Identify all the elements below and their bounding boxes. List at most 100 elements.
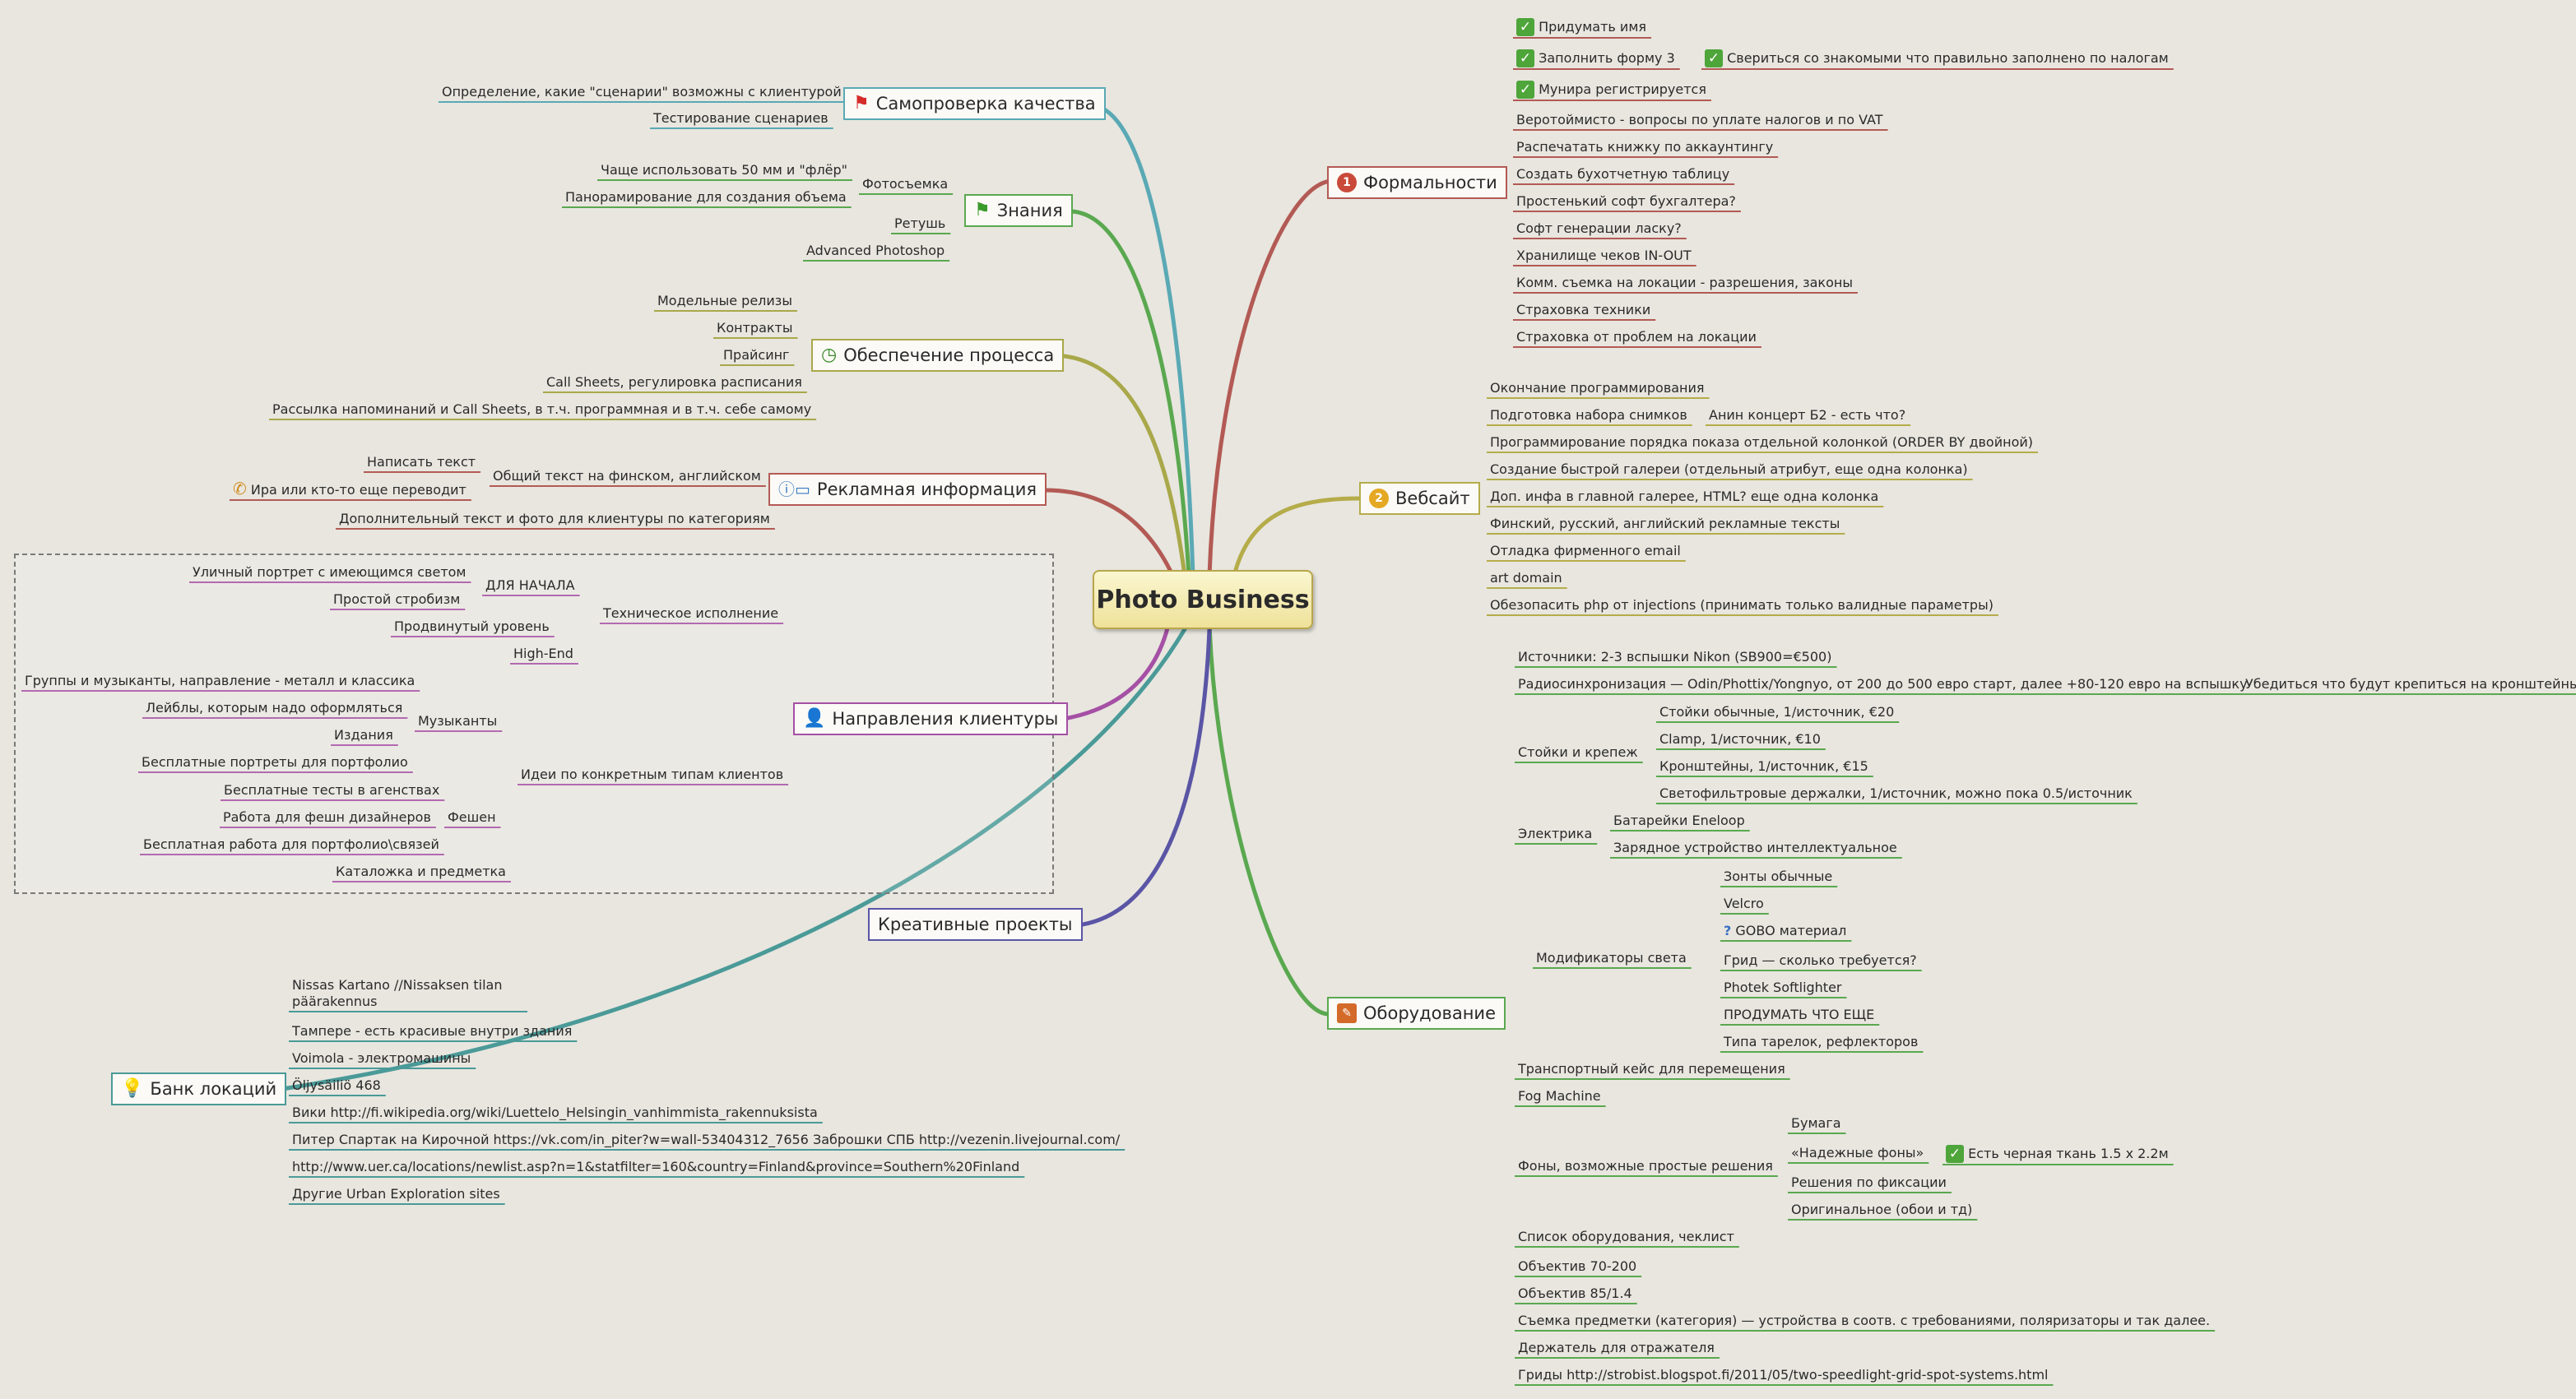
website-item[interactable]: Доп. инфа в главной галерее, HTML? еще о…	[1490, 489, 1879, 504]
background-item[interactable]: «Надежные фоны»	[1791, 1145, 1924, 1160]
location-item[interactable]: Другие Urban Exploration sites	[292, 1186, 500, 1202]
background-item[interactable]: Решения по фиксации	[1791, 1174, 1947, 1190]
topic-ads[interactable]: ⓘ▭ Рекламная информация	[768, 473, 1047, 506]
clients-item[interactable]: Техническое исполнение	[603, 605, 779, 621]
location-item[interactable]: http://www.uer.ca/locations/newlist.asp?…	[292, 1159, 1020, 1174]
topic-clients[interactable]: 👤 Направления клиентуры	[793, 702, 1069, 735]
equipment-item[interactable]: Стойки и крепеж	[1518, 744, 1638, 760]
music-item[interactable]: Группы и музыканты, направление - металл…	[25, 673, 415, 688]
formal-item[interactable]: Простенький софт бухгалтера?	[1516, 193, 1736, 209]
process-item[interactable]: Контракты	[717, 320, 793, 336]
location-item[interactable]: Вики http://fi.wikipedia.org/wiki/Luette…	[292, 1105, 818, 1120]
background-subitem[interactable]: ✓ Есть черная ткань 1.5 x 2.2м	[1946, 1145, 2169, 1163]
background-item[interactable]: Оригинальное (обои и тд)	[1791, 1202, 1973, 1217]
website-item[interactable]: Окончание программирования	[1490, 380, 1705, 396]
equipment-item[interactable]: Модификаторы света	[1536, 950, 1687, 966]
quality-item[interactable]: Определение, какие "сценарии" возможны с…	[442, 84, 842, 100]
begin-item[interactable]: Простой стробизм	[333, 591, 461, 607]
formal-item[interactable]: Веротоймисто - вопросы по уплате налогов…	[1516, 112, 1883, 127]
quality-item[interactable]: Тестирование сценариев	[653, 110, 828, 126]
modifier-item[interactable]: Типа тарелок, рефлекторов	[1724, 1034, 1919, 1049]
equipment-item[interactable]: Объектив 85/1.4	[1518, 1286, 1632, 1301]
process-item[interactable]: Call Sheets, регулировка расписания	[546, 374, 802, 390]
location-item[interactable]: Nissas Kartano //Nissaksen tilan päärake…	[292, 977, 503, 1009]
equipment-item[interactable]: Транспортный кейс для перемещения	[1518, 1061, 1785, 1077]
modifier-item[interactable]: Velcro	[1724, 896, 1764, 911]
music-item[interactable]: Лейблы, которым надо оформляться	[146, 700, 403, 716]
electric-item[interactable]: Батарейки Eneloop	[1613, 813, 1745, 828]
formal-item[interactable]: Софт генерации ласку?	[1516, 220, 1682, 236]
topic-website[interactable]: 2 Вебсайт	[1359, 482, 1480, 515]
formal-item[interactable]: Комм. съемка на локации - разрешения, за…	[1516, 275, 1853, 290]
tech-item[interactable]: ДЛЯ НАЧАЛА	[485, 577, 575, 593]
formal-item[interactable]: Страховка от проблем на локации	[1516, 329, 1757, 345]
ads-subitem[interactable]: Написать текст	[367, 454, 476, 470]
stands-item[interactable]: Clamp, 1/источник, €10	[1659, 731, 1821, 747]
ads-item[interactable]: Общий текст на финском, английском	[493, 468, 761, 484]
website-item[interactable]: Создание быстрой галереи (отдельный атри…	[1490, 461, 1968, 477]
website-item[interactable]: Программирование порядка показа отдельно…	[1490, 434, 2034, 450]
topic-locations[interactable]: 💡 Банк локаций	[111, 1072, 287, 1105]
music-item[interactable]: Бесплатные портреты для портфолио	[142, 754, 408, 770]
location-item[interactable]: Питер Спартак на Кирочной https://vk.com…	[292, 1132, 1121, 1147]
equipment-item[interactable]: Радиосинхронизация — Odin/Phottix/Yongny…	[1518, 676, 2248, 692]
ideas-item[interactable]: Музыканты	[418, 713, 498, 729]
modifier-item[interactable]: Зонты обычные	[1724, 869, 1833, 884]
process-item[interactable]: Модельные релизы	[657, 293, 792, 308]
stands-item[interactable]: Светофильтровые держалки, 1/источник, мо…	[1659, 785, 2133, 801]
knowledge-item[interactable]: Фотосъемка	[862, 176, 949, 192]
modifier-item[interactable]: Грид — сколько требуется?	[1724, 952, 1917, 968]
formal-item[interactable]: ✓ Заполнить форму 3	[1516, 49, 1675, 67]
formal-item[interactable]: ✓ Придумать имя	[1516, 18, 1646, 36]
central-topic[interactable]: Photo Business	[1093, 570, 1313, 629]
music-item[interactable]: Издания	[334, 727, 393, 743]
ads-subitem[interactable]: ✆ Ира или кто-то еще переводит	[233, 480, 466, 498]
fashion-item[interactable]: Работа для фешн дизайнеров	[223, 809, 431, 825]
formal-item[interactable]: Хранилище чеков IN-OUT	[1516, 248, 1692, 263]
stands-item[interactable]: Кронштейны, 1/источник, €15	[1659, 758, 1868, 774]
knowledge-item[interactable]: Ретушь	[894, 215, 946, 231]
equipment-item[interactable]: Fog Machine	[1518, 1088, 1601, 1104]
clients-item[interactable]: Идеи по конкретным типам клиентов	[521, 767, 784, 782]
equipment-item[interactable]: Объектив 70-200	[1518, 1258, 1637, 1274]
photo-item[interactable]: Панорамирование для создания объема	[565, 189, 847, 205]
equipment-item[interactable]: Съемка предметки (категория) — устройств…	[1518, 1313, 2211, 1328]
equipment-item[interactable]: Фоны, возможные простые решения	[1518, 1158, 1773, 1174]
stands-item[interactable]: Стойки обычные, 1/источник, €20	[1659, 704, 1895, 720]
website-item[interactable]: art domain	[1490, 570, 1562, 586]
equipment-item[interactable]: Список оборудования, чеклист	[1518, 1229, 1734, 1244]
background-item[interactable]: Бумага	[1791, 1115, 1841, 1131]
location-item[interactable]: Тампере - есть красивые внутри здания	[292, 1023, 573, 1039]
process-item[interactable]: Прайсинг	[723, 347, 790, 363]
fashion-item[interactable]: Бесплатная работа для портфолио\связей	[143, 836, 439, 852]
knowledge-item[interactable]: Advanced Photoshop	[806, 243, 945, 258]
modifier-item[interactable]: Photek Softlighter	[1724, 980, 1842, 995]
website-item[interactable]: Отладка фирменного email	[1490, 543, 1681, 558]
electric-item[interactable]: Зарядное устройство интеллектуальное	[1613, 840, 1897, 855]
equipment-item[interactable]: Электрика	[1518, 826, 1593, 841]
formal-item[interactable]: Создать бухотчетную таблицу	[1516, 166, 1730, 182]
fashion-item[interactable]: Бесплатные тесты в агенствах	[224, 782, 440, 798]
photo-item[interactable]: Чаще использовать 50 мм и "флёр"	[601, 162, 848, 178]
ads-item[interactable]: Дополнительный текст и фото для клиентур…	[339, 511, 770, 526]
topic-quality[interactable]: ⚑ Самопроверка качества	[843, 87, 1106, 120]
modifier-item[interactable]: ПРОДУМАТЬ ЧТО ЕЩЕ	[1724, 1007, 1875, 1022]
topic-creative[interactable]: Креативные проекты	[868, 908, 1083, 941]
website-item[interactable]: Подготовка набора снимков	[1490, 407, 1687, 423]
equipment-item[interactable]: Источники: 2-3 вспышки Nikon (SB900=€500…	[1518, 649, 1832, 665]
modifier-item[interactable]: ? GOBO материал	[1724, 923, 1846, 939]
tech-item[interactable]: High-End	[513, 646, 573, 661]
website-item[interactable]: Финский, русский, английский рекламные т…	[1490, 516, 1840, 531]
equipment-item[interactable]: Гриды http://strobist.blogspot.fi/2011/0…	[1518, 1367, 2049, 1383]
process-item[interactable]: Рассылка напоминаний и Call Sheets, в т.…	[272, 401, 812, 417]
ideas-item[interactable]: Каталожка и предметка	[336, 864, 506, 879]
website-item[interactable]: Обезопасить php от injections (принимать…	[1490, 597, 1993, 613]
equipment-subitem[interactable]: Убедиться что будут крепиться на кронште…	[2245, 676, 2576, 692]
topic-equipment[interactable]: ✎ Оборудование	[1327, 997, 1506, 1030]
begin-item[interactable]: Уличный портрет с имеющимся светом	[193, 564, 466, 580]
formal-item[interactable]: ✓ Мунира регистрируется	[1516, 81, 1706, 99]
formal-item[interactable]: Распечатать книжку по аккаунтингу	[1516, 139, 1774, 155]
topic-knowledge[interactable]: ⚑ Знания	[964, 194, 1073, 227]
website-subitem[interactable]: Анин концерт Б2 - есть что?	[1709, 407, 1906, 423]
tech-item[interactable]: Продвинутый уровень	[394, 618, 550, 634]
